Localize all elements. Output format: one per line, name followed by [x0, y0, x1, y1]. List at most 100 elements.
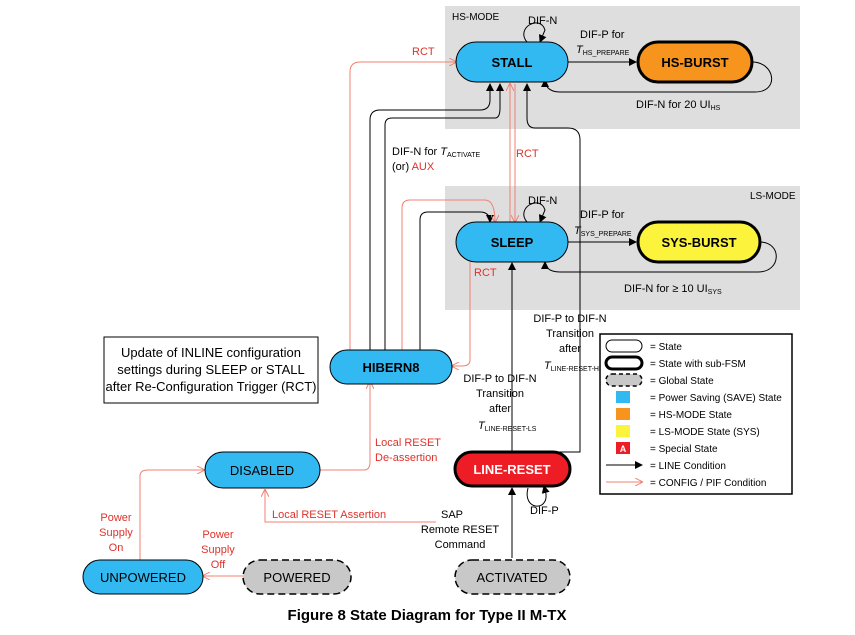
arrow-sleep-to-hibern8-rct [452, 262, 471, 366]
or-text: (or) [392, 161, 412, 173]
difn-for-text: DIF-N for [392, 146, 440, 158]
state-unpowered: UNPOWERED [82, 559, 204, 595]
arrow-hibern8-to-sleep-red [401, 199, 495, 350]
legend-text: = Special State [650, 444, 718, 455]
label-power-off-1: Power [202, 529, 234, 541]
label-local-reset: Local RESET [375, 437, 441, 449]
legend-text: = CONFIG / PIF Condition [650, 478, 766, 489]
t-symbol-4: T [544, 360, 552, 372]
label-ls-reset-line2: Transition [476, 388, 524, 400]
state-hibern8: HIBERN8 [329, 349, 453, 385]
label-power-on-1: Power [100, 512, 132, 524]
ls-mode-label: LS-MODE [750, 191, 796, 202]
legend-item-state-0: = State [605, 339, 682, 353]
state-unpowered-label: UNPOWERED [100, 570, 186, 585]
state-sleep: SLEEP [455, 221, 569, 263]
legend-symbol-state [605, 339, 643, 353]
legend-text: = State [650, 342, 682, 353]
label-rct-mid: RCT [516, 148, 539, 160]
state-powered-label: POWERED [263, 570, 330, 585]
note-line-3: after Re-Configuration Trigger (RCT) [106, 379, 317, 394]
legend-special-letter: A [620, 444, 627, 454]
state-powered: POWERED [242, 559, 352, 595]
arrow-sysburst-to-sleep [541, 241, 777, 273]
legend-symbol-swatch [616, 425, 630, 437]
label-power-on-2: Supply [99, 527, 133, 539]
state-line-reset: LINE-RESET [453, 450, 572, 488]
legend-item-swatch-5: = LS-MODE State (SYS) [616, 425, 760, 438]
legend-symbol-special: A [616, 442, 630, 454]
state-hibern8-label: HIBERN8 [362, 360, 419, 375]
legend-item-config-8: = CONFIG / PIF Condition [606, 478, 766, 489]
label-command: Command [435, 539, 486, 551]
loop-sleep [523, 202, 547, 223]
label-hs-reset-line3: after [559, 343, 581, 355]
state-sys-burst: SYS-BURST [636, 220, 762, 264]
loop-stall [523, 22, 547, 43]
label-power-off-2: Supply [201, 544, 235, 556]
state-activated: ACTIVATED [454, 559, 571, 595]
label-difn-20: DIF-N for 20 UIHS [636, 99, 721, 112]
state-disabled: DISABLED [204, 451, 321, 489]
label-ls-reset-line3: after [489, 403, 511, 415]
arrow-hsburst-to-stall [541, 61, 773, 93]
state-sleep-label: SLEEP [491, 235, 534, 250]
hs-prepare-sub: HS_PREPARE [583, 50, 630, 57]
state-sys-burst-label: SYS-BURST [661, 235, 736, 250]
label-power-on-3: On [109, 542, 124, 554]
loop-linereset [526, 485, 550, 507]
legend-text: = Global State [650, 376, 714, 387]
t-symbol: T [576, 44, 584, 56]
legend-item-special-6: A = Special State [616, 442, 718, 455]
label-t-line-reset-hs: TLINE-RESET-HS [544, 360, 604, 373]
arrow-disabled-to-hibern8 [320, 382, 370, 471]
arrow-hibern8-to-stall-1 [369, 83, 494, 350]
legend: = State = State with sub-FSM = Global Stat… [599, 333, 793, 495]
label-difn-activate: DIF-N for TACTIVATE [392, 146, 481, 159]
state-hs-burst-label: HS-BURST [661, 55, 728, 70]
line-reset-hs-sub: LINE-RESET-HS [551, 366, 604, 373]
state-activated-label: ACTIVATED [476, 570, 547, 585]
legend-rows: = State = State with sub-FSM = Global Stat… [604, 339, 782, 489]
legend-item-line-7: = LINE Condition [606, 461, 726, 472]
state-stall-label: STALL [492, 55, 533, 70]
label-remote-reset: Remote RESET [421, 524, 500, 536]
legend-text: = Power Saving (SAVE) State [650, 393, 782, 404]
label-de-assertion: De-assertion [375, 452, 437, 464]
label-stall-difp: DIF-P for [580, 29, 625, 41]
state-line-reset-label: LINE-RESET [473, 462, 550, 477]
arrow-unpowered-to-disabled [139, 470, 204, 560]
label-t-sys-prepare: TSYS_PREPARE [574, 225, 632, 238]
arrow-linereset-to-stall [523, 83, 581, 453]
label-stall-loop: DIF-N [528, 15, 557, 27]
label-rct-top: RCT [412, 46, 435, 58]
label-ls-reset-line1: DIF-P to DIF-N [463, 373, 536, 385]
label-sleep-difp: DIF-P for [580, 209, 625, 221]
legend-item-subfsm-1: = State with sub-FSM [604, 355, 746, 371]
legend-symbol-subfsm [604, 355, 644, 371]
note-line-1: Update of INLINE configuration [121, 345, 301, 360]
legend-text: = HS-MODE State [650, 410, 732, 421]
arrow-hibern8-to-stall-rct [349, 62, 456, 351]
activate-sub: ACTIVATE [447, 152, 481, 159]
label-t-hs-prepare: THS_PREPARE [576, 44, 630, 57]
sys-sub: SYS [708, 289, 722, 296]
difn-20-text: DIF-N for 20 UI [636, 99, 711, 111]
legend-text: = LS-MODE State (SYS) [650, 427, 760, 438]
legend-text: = LINE Condition [650, 461, 726, 472]
sys-prepare-sub: SYS_PREPARE [581, 231, 632, 238]
aux-text: AUX [412, 161, 435, 173]
state-hs-burst: HS-BURST [636, 40, 754, 84]
arrow-hibern8-to-sleep [419, 211, 494, 350]
note-box: Update of INLINE configuration settings … [103, 336, 319, 404]
label-local-reset-assertion: Local RESET Assertion [272, 509, 386, 521]
arrow-assertion-to-disabled [265, 490, 436, 523]
legend-item-swatch-3: = Power Saving (SAVE) State [616, 391, 782, 404]
hs-sub: HS [711, 105, 721, 112]
legend-text: = State with sub-FSM [650, 359, 746, 370]
label-hs-reset-line2: Transition [546, 328, 594, 340]
label-difn-10: DIF-N for ≥ 10 UISYS [624, 283, 722, 296]
label-sap: SAP [441, 509, 463, 521]
legend-symbol-swatch [616, 408, 630, 420]
